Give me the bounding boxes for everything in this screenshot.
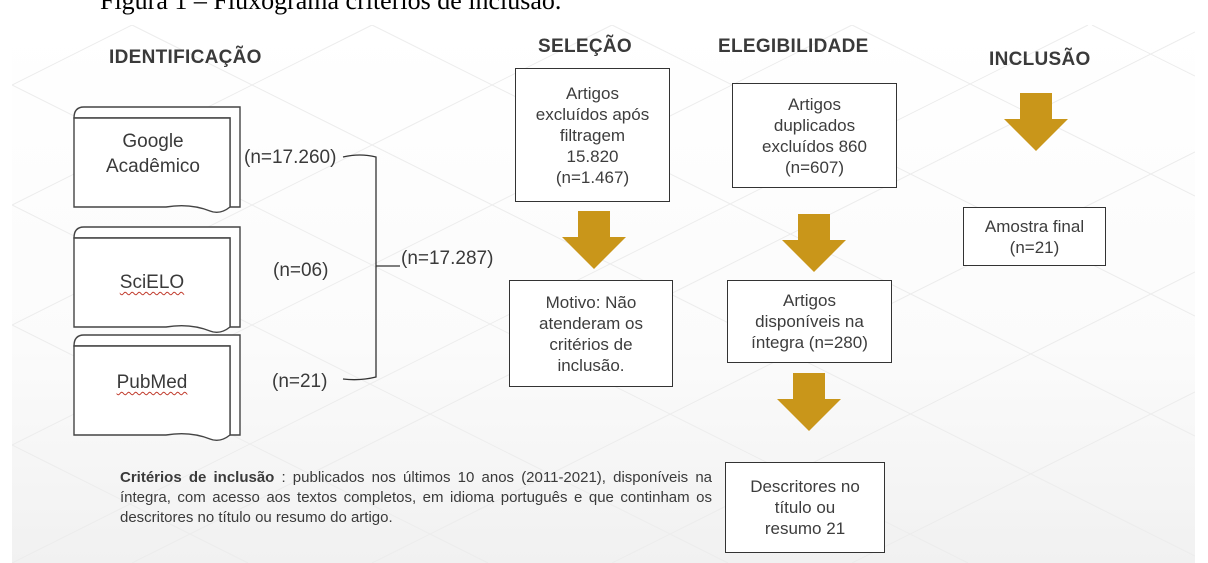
arrow-down-icon bbox=[782, 214, 846, 272]
box-available-full-text: Artigos disponíveis na íntegra (n=280) bbox=[727, 280, 892, 363]
criteria-text: : publicados nos últimos 10 anos (2011-2… bbox=[120, 469, 712, 526]
heading-identificacao: IDENTIFICAÇÃO bbox=[109, 47, 262, 68]
count-scielo: (n=06) bbox=[273, 260, 329, 281]
google-academico-document-icon bbox=[73, 106, 241, 214]
arrow-down-icon bbox=[1004, 93, 1068, 151]
pubmed-document-icon bbox=[73, 334, 241, 442]
source-label-pubmed: PubMed bbox=[116, 372, 188, 393]
heading-elegibilidade: ELEGIBILIDADE bbox=[718, 36, 869, 57]
box-excluded-after-filter: Artigos excluídos após filtragem 15.820 … bbox=[515, 68, 670, 202]
merge-bracket bbox=[342, 154, 400, 381]
count-pubmed: (n=21) bbox=[272, 371, 328, 392]
flowchart-panel: IDENTIFICAÇÃO SELEÇÃO ELEGIBILIDADE INCL… bbox=[12, 25, 1195, 563]
box-duplicates: Artigos duplicados excluídos 860 (n=607) bbox=[732, 83, 897, 188]
box-reason: Motivo: Não atenderam os critérios de in… bbox=[509, 280, 673, 387]
box-descriptors: Descritores no título ou resumo 21 bbox=[725, 462, 885, 553]
heading-inclusao: INCLUSÃO bbox=[989, 49, 1091, 70]
inclusion-criteria-note: Critérios de inclusão : publicados nos ú… bbox=[120, 468, 712, 528]
arrow-down-icon bbox=[562, 211, 626, 269]
count-total: (n=17.287) bbox=[401, 248, 494, 269]
source-label-google: Google Acadêmico bbox=[106, 131, 200, 177]
source-label-scielo: SciELO bbox=[119, 272, 185, 293]
figure-caption: Figura 1 – Fluxograma critérios de inclu… bbox=[100, 0, 562, 15]
arrow-down-icon bbox=[777, 373, 841, 431]
scielo-document-icon bbox=[73, 226, 241, 334]
heading-selecao: SELEÇÃO bbox=[538, 36, 632, 57]
count-google: (n=17.260) bbox=[244, 147, 337, 168]
box-final-sample: Amostra final (n=21) bbox=[963, 207, 1106, 266]
criteria-title: Critérios de inclusão bbox=[120, 469, 275, 486]
